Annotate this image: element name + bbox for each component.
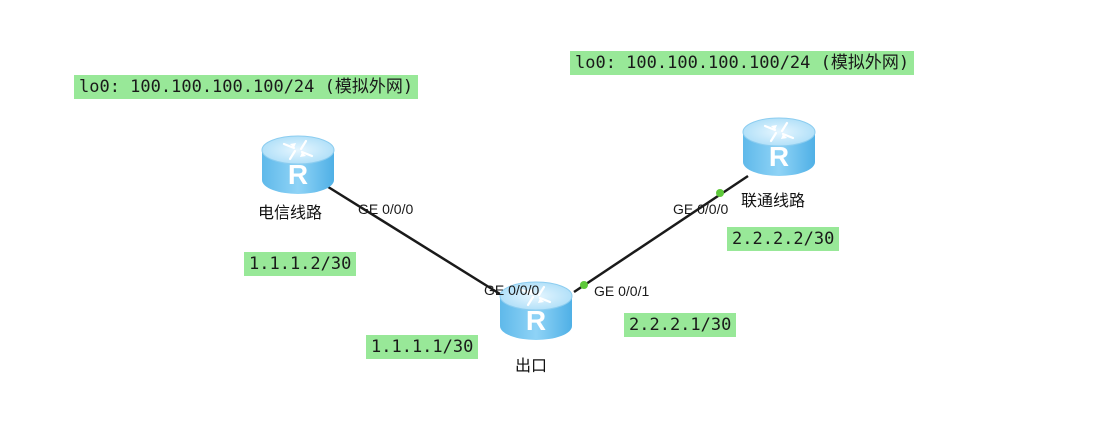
telecom-loopback-note: lo0: 100.100.100.100/24 (模拟外网) (74, 75, 419, 99)
unicom-port-label: GE 0/0/0 (673, 201, 729, 217)
telecom-ip-note: 1.1.1.2/30 (244, 252, 357, 276)
exit-port-label-ge1: GE 0/0/1 (594, 283, 650, 299)
unicom-ip-note: 2.2.2.2/30 (727, 227, 840, 251)
router-icon-unicom[interactable] (741, 116, 817, 178)
exit-unicom-ip-note: 2.2.2.1/30 (624, 313, 737, 337)
exit-device-label: 出口 (515, 356, 548, 375)
unicom-loopback-note: lo0: 100.100.100.100/24 (模拟外网) (570, 51, 915, 75)
telecom-port-label: GE 0/0/0 (358, 201, 414, 217)
exit-port-label-ge0: GE 0/0/0 (484, 282, 540, 298)
unicom-device-label: 联通线路 (741, 191, 806, 210)
telecom-device-label: 电信线路 (258, 203, 323, 222)
router-icon-telecom[interactable] (260, 134, 336, 196)
exit-telecom-ip-note: 1.1.1.1/30 (366, 335, 479, 359)
link-telecom-exit (324, 183, 501, 296)
port-dot-unicom (716, 189, 724, 197)
port-dot-exit-ge1 (580, 281, 588, 289)
